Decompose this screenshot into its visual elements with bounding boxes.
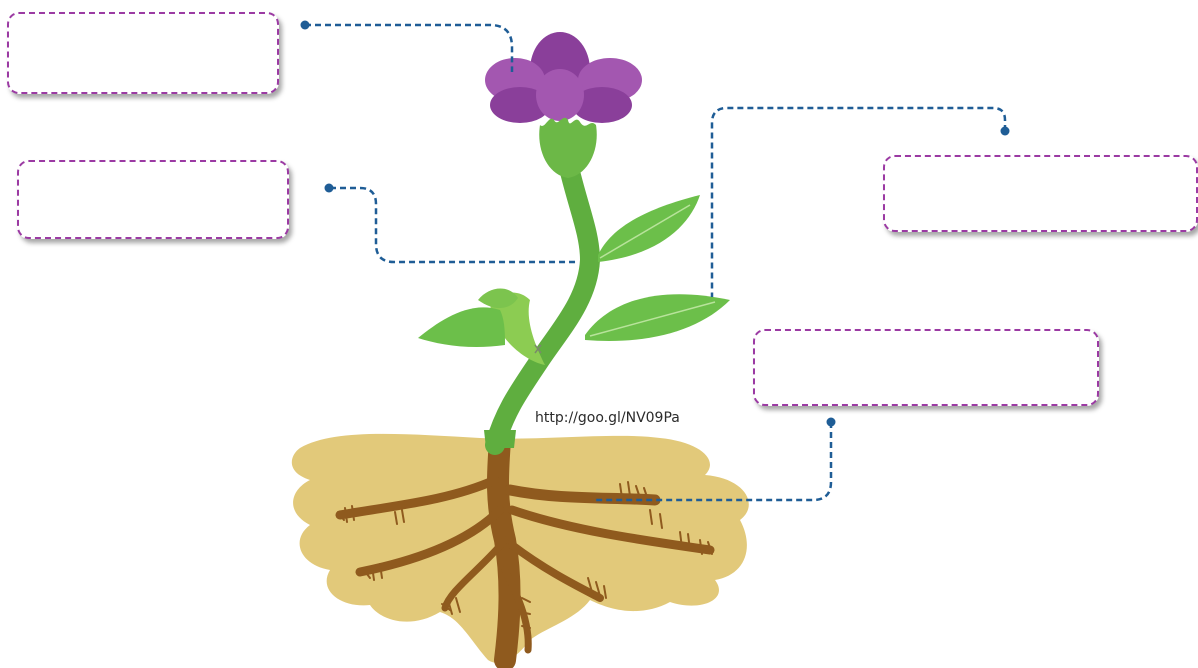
leader-line-stem: [330, 186, 578, 264]
leader-dot-stem: [324, 183, 334, 193]
label-box-stem[interactable]: [17, 160, 289, 239]
leader-line-root: [593, 422, 833, 502]
flower: [485, 32, 642, 178]
leader-dot-flower: [300, 20, 310, 30]
label-box-leaf[interactable]: [883, 155, 1198, 232]
leader-lines: [305, 23, 1007, 502]
label-box-root[interactable]: [753, 329, 1099, 406]
leaves: [418, 195, 730, 365]
leader-dots: [300, 20, 1010, 427]
leader-line-leaf: [710, 106, 1007, 297]
leader-dot-root: [826, 417, 836, 427]
leader-line-flower: [305, 23, 514, 72]
stem: [484, 140, 601, 455]
label-box-flower[interactable]: [7, 12, 279, 94]
source-url: http://goo.gl/NV09Pa: [535, 410, 680, 426]
roots: [335, 429, 715, 668]
leader-dot-leaf: [1000, 126, 1010, 136]
